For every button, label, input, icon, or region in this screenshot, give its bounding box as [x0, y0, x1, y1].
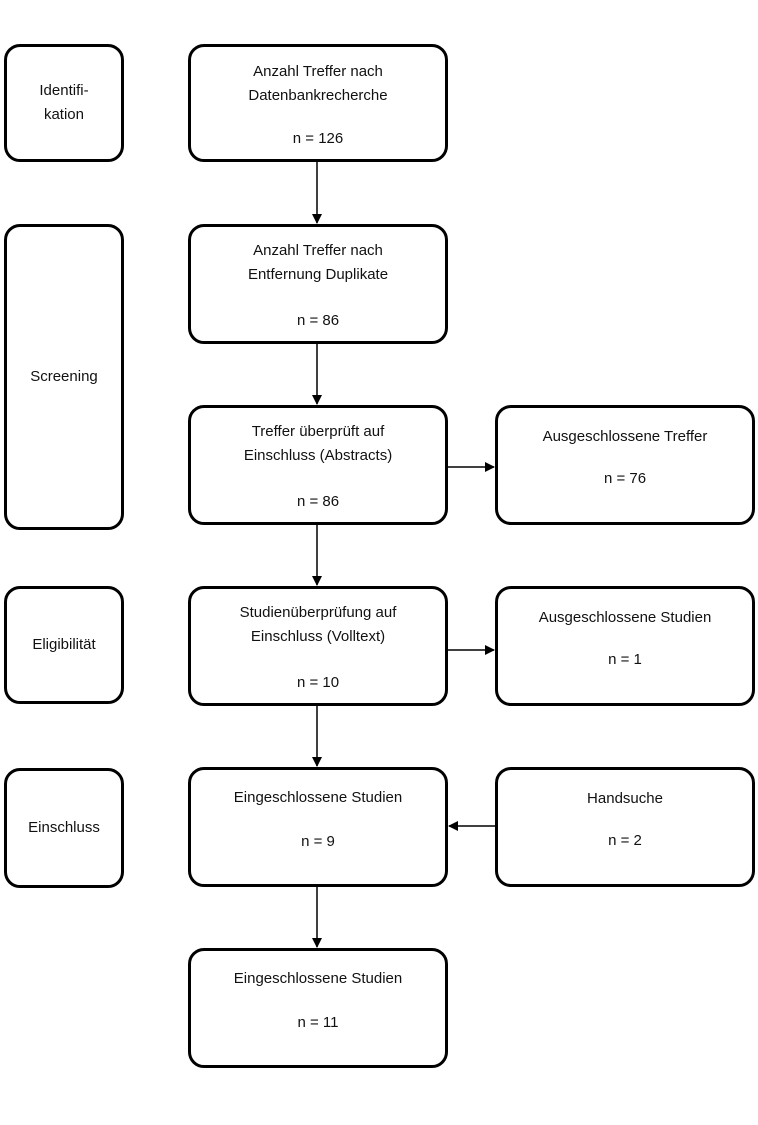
box-count: n = 86 [296, 312, 340, 329]
box-database-search: Anzahl Treffer nach Datenbankrecherche n… [188, 44, 448, 162]
phase-label: Identifi- kation [39, 82, 89, 123]
box-count: n = 126 [292, 130, 344, 147]
box-abstract-screening: Treffer überprüft auf Einschluss (Abstra… [188, 405, 448, 525]
phase-einschluss: Einschluss [4, 768, 124, 888]
box-excluded-studies: Ausgeschlossene Studien n = 1 [495, 586, 755, 706]
phase-label: Einschluss [28, 819, 100, 836]
box-count: n = 1 [608, 651, 642, 668]
box-label: Eingeschlossene Studien [233, 789, 403, 806]
box-count: n = 9 [301, 833, 335, 850]
box-label: Anzahl Treffer nach Entfernung Duplikate [247, 242, 389, 283]
box-label: Ausgeschlossene Treffer [542, 428, 708, 445]
box-count: n = 10 [296, 674, 340, 691]
box-label: Studienüberprüfung auf Einschluss (Vollt… [239, 604, 397, 645]
box-label: Ausgeschlossene Studien [538, 609, 712, 626]
box-final-included: Eingeschlossene Studien n = 11 [188, 948, 448, 1068]
box-excluded-hits: Ausgeschlossene Treffer n = 76 [495, 405, 755, 525]
phase-label: Screening [30, 368, 98, 385]
box-label: Eingeschlossene Studien [233, 970, 403, 987]
box-label: Treffer überprüft auf Einschluss (Abstra… [243, 423, 393, 464]
box-hand-search: Handsuche n = 2 [495, 767, 755, 887]
box-count: n = 86 [296, 493, 340, 510]
box-label: Anzahl Treffer nach Datenbankrecherche [248, 63, 388, 104]
box-count: n = 76 [603, 470, 647, 487]
box-included-studies: Eingeschlossene Studien n = 9 [188, 767, 448, 887]
phase-eligibilitaet: Eligibilität [4, 586, 124, 704]
phase-screening: Screening [4, 224, 124, 530]
box-label: Handsuche [587, 790, 663, 807]
box-count: n = 2 [608, 832, 642, 849]
box-fulltext-review: Studienüberprüfung auf Einschluss (Vollt… [188, 586, 448, 706]
box-count: n = 11 [297, 1014, 339, 1031]
box-deduplicated: Anzahl Treffer nach Entfernung Duplikate… [188, 224, 448, 344]
phase-identifikation: Identifi- kation [4, 44, 124, 162]
phase-label: Eligibilität [32, 636, 96, 653]
